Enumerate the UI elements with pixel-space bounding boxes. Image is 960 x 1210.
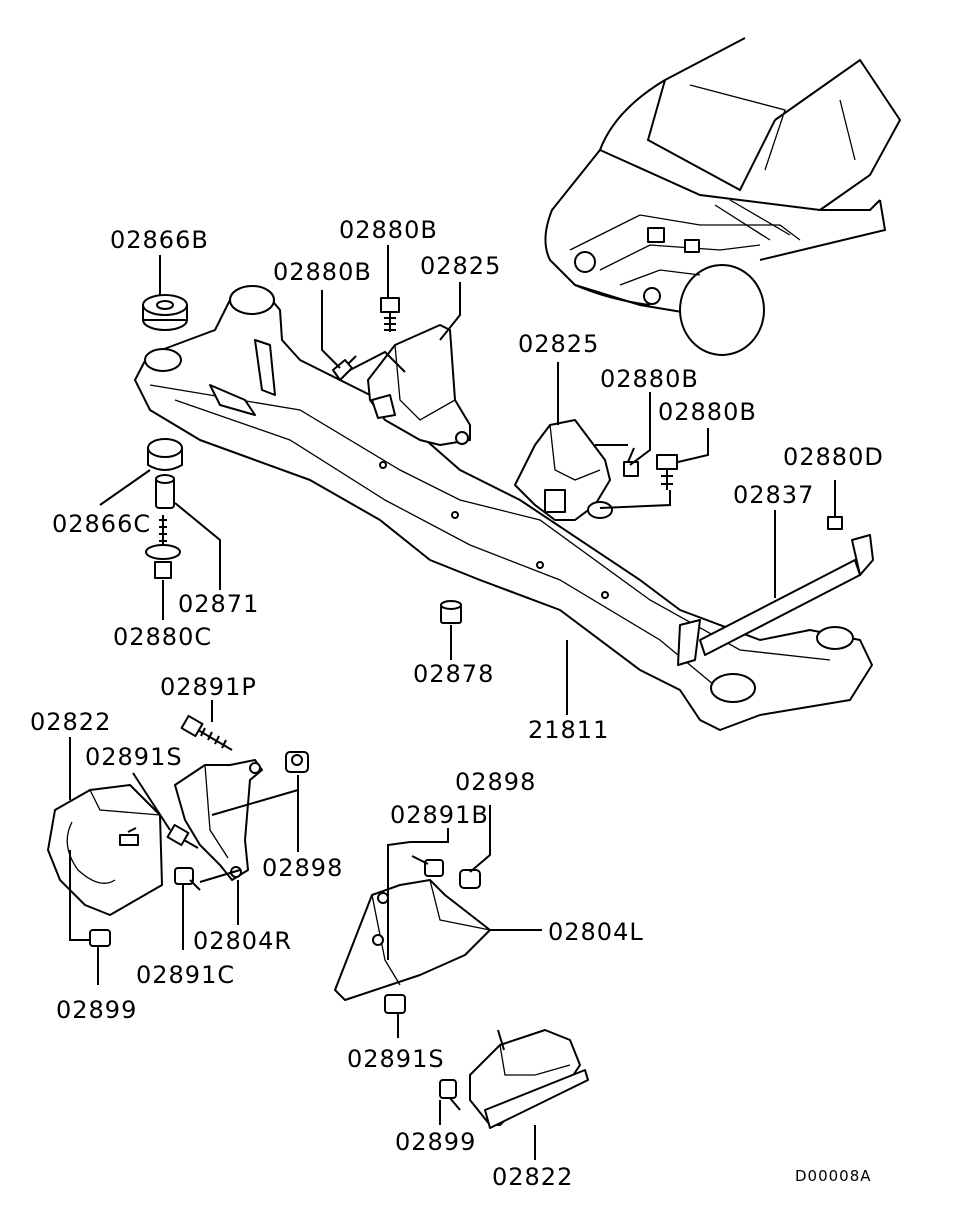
label-02866C: 02866C — [52, 510, 151, 538]
label-02898-b: 02898 — [455, 768, 536, 796]
bolt-02880D — [827, 516, 843, 530]
label-02899-a: 02899 — [56, 996, 137, 1024]
label-02822-a: 02822 — [30, 708, 111, 736]
label-02891C: 02891C — [136, 961, 235, 989]
label-02837: 02837 — [733, 481, 814, 509]
label-02804R: 02804R — [193, 927, 292, 955]
mount-02825-b — [514, 419, 613, 521]
label-02825-a: 02825 — [420, 252, 501, 280]
bolt-02899-b — [439, 1079, 461, 1111]
leader-lines — [69, 245, 836, 1160]
label-02804L: 02804L — [548, 918, 644, 946]
label-02871: 02871 — [178, 590, 259, 618]
label-02880B-c: 02880B — [600, 365, 699, 393]
crossmember-21811 — [134, 285, 873, 731]
label-02866B: 02866B — [110, 226, 209, 254]
bracket-02804L — [334, 879, 491, 1001]
label-02880D: 02880D — [783, 443, 884, 471]
strip-02837 — [699, 534, 874, 656]
mount-02822-a — [47, 784, 163, 916]
bolt-02891C — [174, 867, 201, 891]
label-02891P: 02891P — [160, 673, 257, 701]
mount-02822-b — [469, 1029, 589, 1129]
label-02878: 02878 — [413, 660, 494, 688]
label-02891S-a: 02891S — [85, 743, 183, 771]
label-02891S-b: 02891S — [347, 1045, 445, 1073]
bracket-02804R — [174, 759, 263, 881]
bushing-02866C — [147, 438, 183, 471]
nut-02898-b — [459, 869, 481, 889]
nut-02878 — [440, 600, 462, 624]
bolt-02891S-a — [166, 823, 199, 849]
bolt-02899-a — [89, 929, 111, 947]
vehicle-illustration — [544, 37, 902, 356]
label-02899-b: 02899 — [395, 1128, 476, 1156]
label-02880B-d: 02880B — [658, 398, 757, 426]
bolt-02880B-d — [656, 454, 678, 490]
bushing-02866B — [142, 294, 188, 331]
label-21811: 21811 — [528, 716, 609, 744]
label-02898-a: 02898 — [262, 854, 343, 882]
bolt-02891B — [411, 855, 444, 877]
label-02880C: 02880C — [113, 623, 212, 651]
part-labels: 02866B 02880B 02880B 02825 02825 02880B … — [30, 216, 884, 1191]
bolt-02891P — [180, 714, 233, 751]
bolt-02880B-c — [623, 447, 639, 477]
label-02880B-b: 02880B — [273, 258, 372, 286]
label-02825-b: 02825 — [518, 330, 599, 358]
label-02822-b: 02822 — [492, 1163, 573, 1191]
label-02880B-a: 02880B — [339, 216, 438, 244]
bolt-02880B-a — [380, 297, 400, 332]
label-02891B: 02891B — [390, 801, 489, 829]
diagram-code: D00008A — [795, 1167, 872, 1185]
mount-02825-a — [367, 324, 471, 446]
bolt-02880C — [145, 515, 181, 579]
nut-02898-a — [285, 751, 309, 773]
bolt-02891S-b — [384, 994, 406, 1014]
spacer-02871 — [155, 474, 175, 509]
